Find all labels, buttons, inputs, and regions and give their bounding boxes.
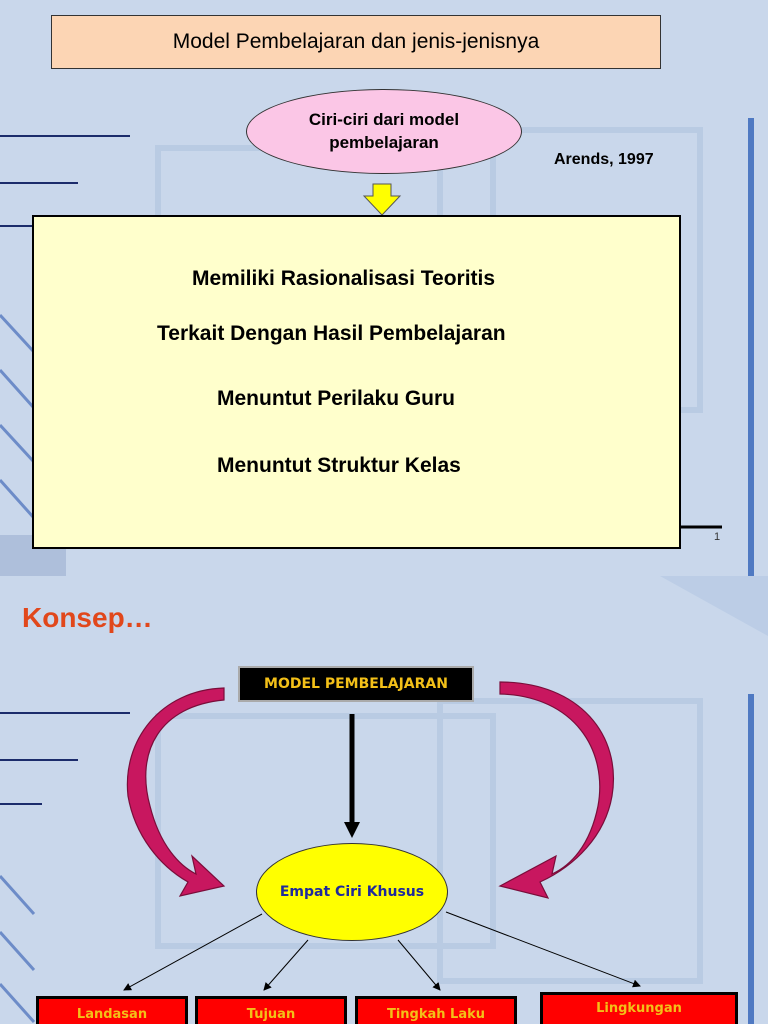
child-node-tingkah-laku: Tingkah Laku: [355, 996, 517, 1024]
characteristic-item-1: Memiliki Rasionalisasi Teoritis: [192, 267, 496, 290]
slide-title: Model Pembelajaran dan jenis-jenisnya: [51, 15, 661, 69]
ellipse-text-line-2: pembelajaran: [329, 132, 439, 152]
characteristics-list-box: Memiliki Rasionalisasi Teoritis Terkait …: [32, 215, 681, 549]
slide-1: Model Pembelajaran dan jenis-jenisnya Ci…: [0, 15, 754, 576]
ellipse-text-line-1: Ciri-ciri dari model: [308, 110, 460, 130]
down-arrow-icon: [362, 183, 402, 216]
slide-2: Konsep… MODEL PEMBELAJARAN Empat Ciri Kh…: [0, 576, 768, 1024]
konsep-heading: Konsep…: [22, 602, 153, 633]
characteristic-item-4: Menuntut Struktur Kelas: [217, 454, 461, 477]
author-citation: Arends, 1997: [554, 151, 654, 168]
characteristic-item-2: Terkait Dengan Hasil Pembelajaran: [157, 322, 506, 345]
model-pembelajaran-node: MODEL PEMBELAJARAN: [238, 666, 474, 702]
characteristic-item-3: Menuntut Perilaku Guru: [217, 387, 456, 410]
child-node-landasan: Landasan: [36, 996, 188, 1024]
child-node-lingkungan: Lingkungan: [540, 992, 738, 1024]
child-node-tujuan: Tujuan: [195, 996, 347, 1024]
empat-ciri-khusus-node: Empat Ciri Khusus: [256, 843, 448, 941]
connector-arrows: [123, 681, 641, 991]
page-number: 1: [714, 531, 721, 543]
characteristics-ellipse: Ciri-ciri dari model pembelajaran: [246, 89, 522, 174]
